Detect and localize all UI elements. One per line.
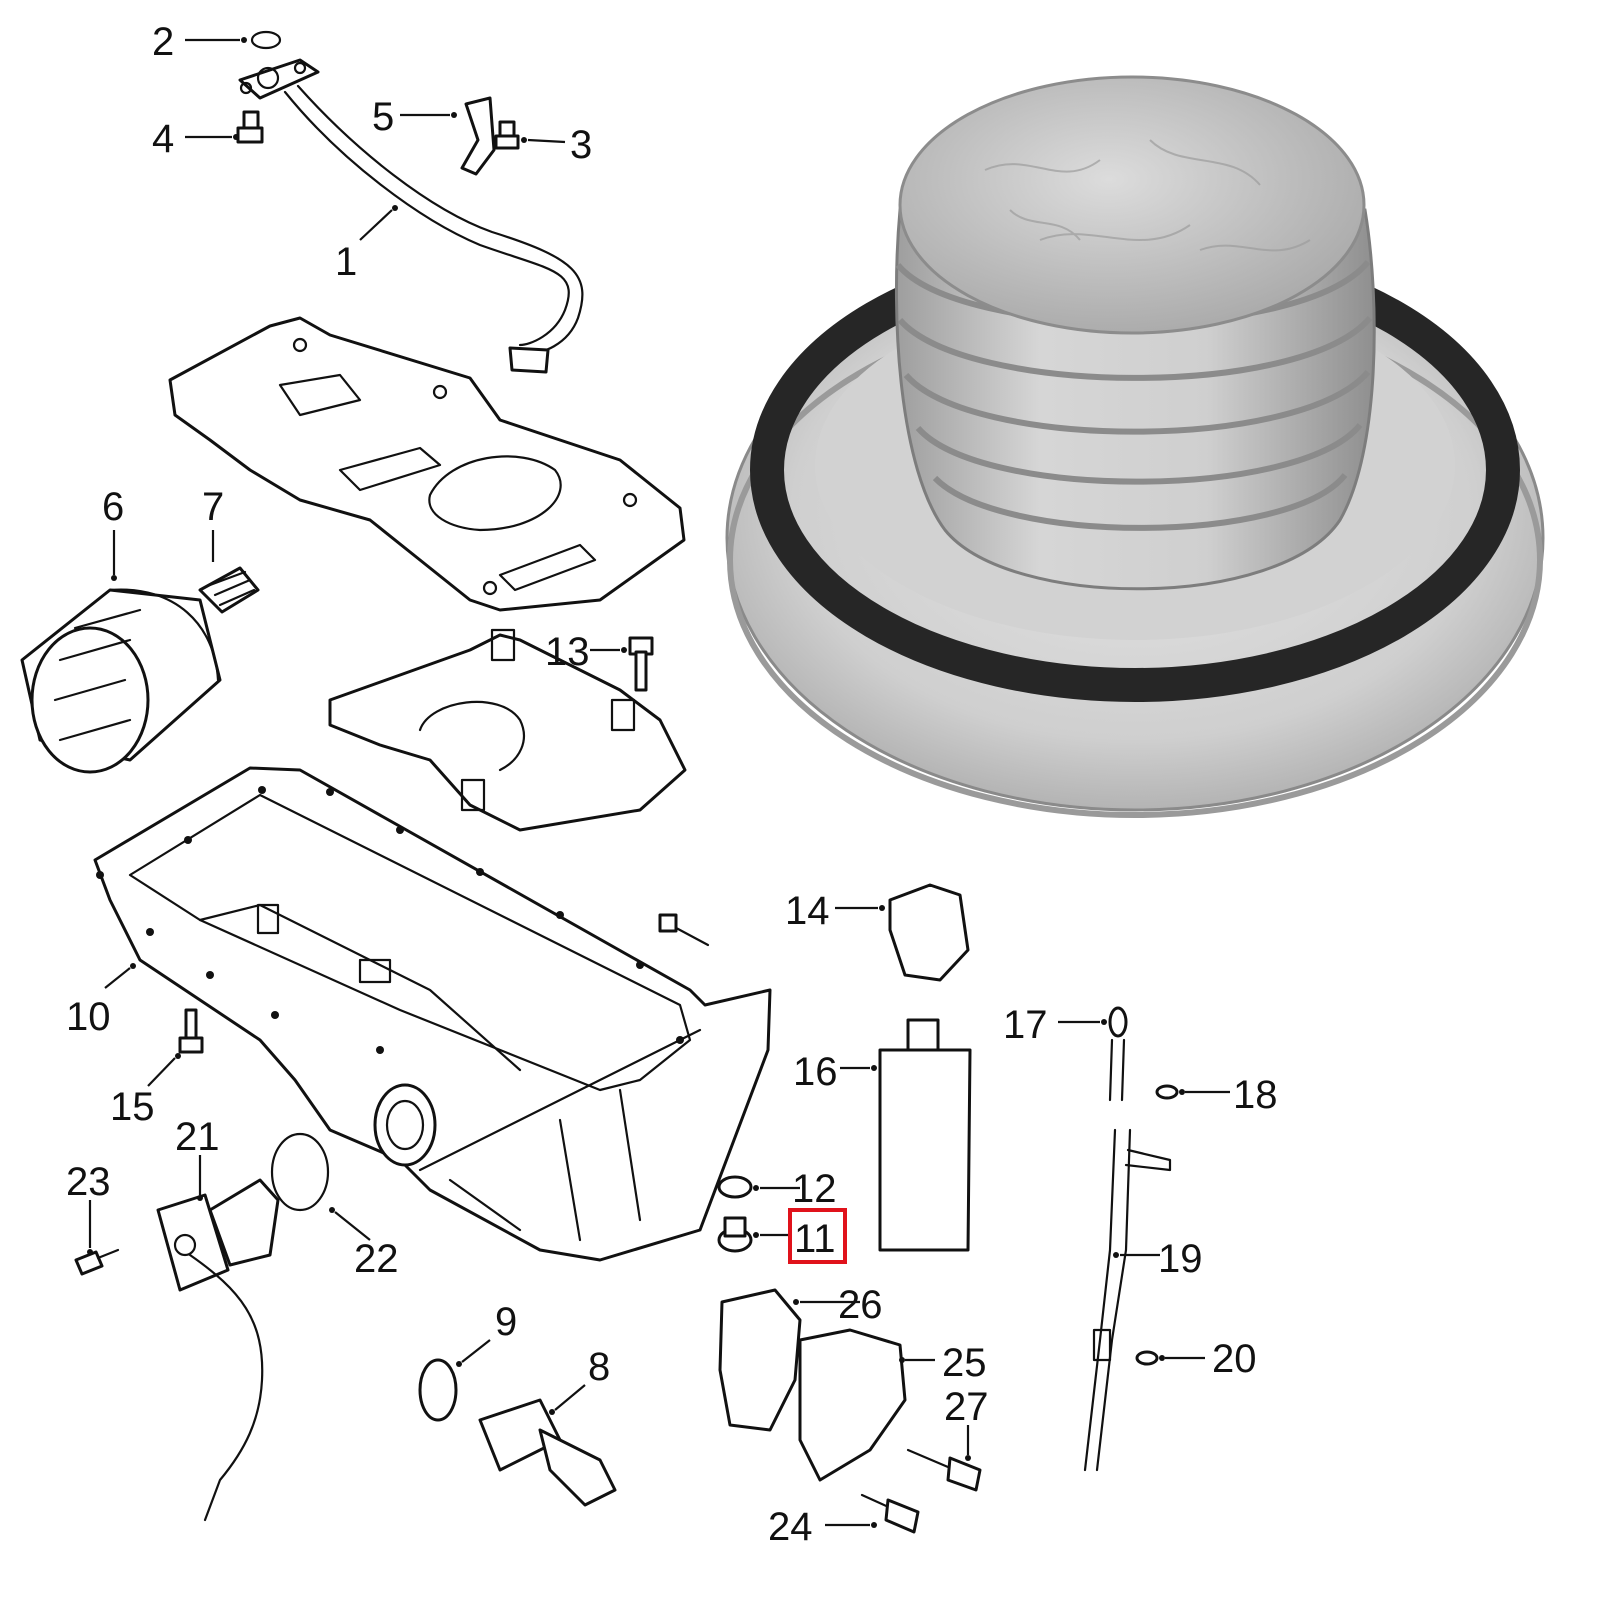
part-4-bolt: [236, 110, 264, 144]
callout-20: 20: [1212, 1337, 1257, 1381]
callout-9: 9: [495, 1300, 517, 1344]
callout-2: 2: [152, 20, 174, 64]
part-8-oil-pressure-switch: [478, 1398, 617, 1507]
plug-top-texture: [984, 139, 1311, 252]
callout-13: 13: [545, 630, 590, 674]
highlight-box: [788, 1208, 847, 1264]
part-5-bracket: [460, 96, 496, 176]
callout-17: 17: [1003, 1003, 1048, 1047]
part-24-bolt: [860, 1493, 920, 1534]
callout-21: 21: [175, 1115, 220, 1159]
part-10-oil-pan: [93, 766, 772, 1262]
callout-3: 3: [570, 123, 592, 167]
part-17-dipstick-handle: [1108, 1006, 1128, 1102]
part-13-bolt: [628, 636, 654, 692]
callout-11: 11: [794, 1217, 836, 1261]
part-20-o-ring: [1135, 1350, 1159, 1366]
callout-14: 14: [785, 889, 830, 933]
callout-16: 16: [793, 1050, 838, 1094]
callout-27: 27: [944, 1385, 989, 1429]
lower-baffle-plate: [328, 628, 687, 832]
callout-12: 12: [792, 1167, 837, 1211]
part-7-adapter: [198, 566, 260, 614]
callout-19: 19: [1158, 1237, 1203, 1281]
callout-24: 24: [768, 1505, 813, 1549]
part-3-bolt: [494, 120, 520, 150]
part-14-clip: [888, 883, 970, 982]
callout-7: 7: [202, 485, 224, 529]
part-19-dipstick-tube: [1083, 1128, 1172, 1472]
callout-labels: 2 4 5 3 1 6 7 13 10 15 21 23 22 9 8 14 1…: [66, 20, 1278, 1549]
callout-4: 4: [152, 117, 174, 161]
part-1-oil-pickup-pipe: [238, 58, 584, 374]
leader-lines: [87, 37, 1230, 1528]
part-27-bolt: [906, 1448, 982, 1492]
callout-26: 26: [838, 1283, 883, 1327]
callout-18: 18: [1233, 1073, 1278, 1117]
upper-baffle-plate: [168, 316, 686, 612]
part-18-o-ring: [1155, 1084, 1179, 1100]
callout-25: 25: [942, 1341, 987, 1385]
part-23-bolt: [74, 1248, 120, 1276]
callout-10: 10: [66, 995, 111, 1039]
callout-15: 15: [110, 1085, 155, 1129]
callout-8: 8: [588, 1345, 610, 1389]
part-26-gasket: [718, 1288, 802, 1432]
callout-23: 23: [66, 1160, 111, 1204]
callout-5: 5: [372, 95, 394, 139]
callout-1: 1: [335, 240, 357, 284]
part-12-washer: [717, 1175, 753, 1199]
drain-plug-photo: [725, 75, 1545, 818]
part-25-housing: [798, 1328, 907, 1482]
part-21-oil-level-sensor: [156, 1178, 280, 1522]
part-9-seal: [418, 1358, 458, 1422]
part-11-drain-plug: [717, 1216, 753, 1253]
part-22-gasket: [270, 1132, 330, 1212]
part-16-sealant-tube: [878, 1018, 972, 1252]
part-2-o-ring: [250, 30, 282, 50]
plug-thread-grooves: [895, 260, 1373, 531]
callout-6: 6: [102, 485, 124, 529]
part-15-bolt: [178, 1008, 204, 1054]
part-6-oil-filter: [20, 588, 222, 774]
callout-22: 22: [354, 1237, 399, 1281]
plug-top-face: [898, 75, 1366, 335]
